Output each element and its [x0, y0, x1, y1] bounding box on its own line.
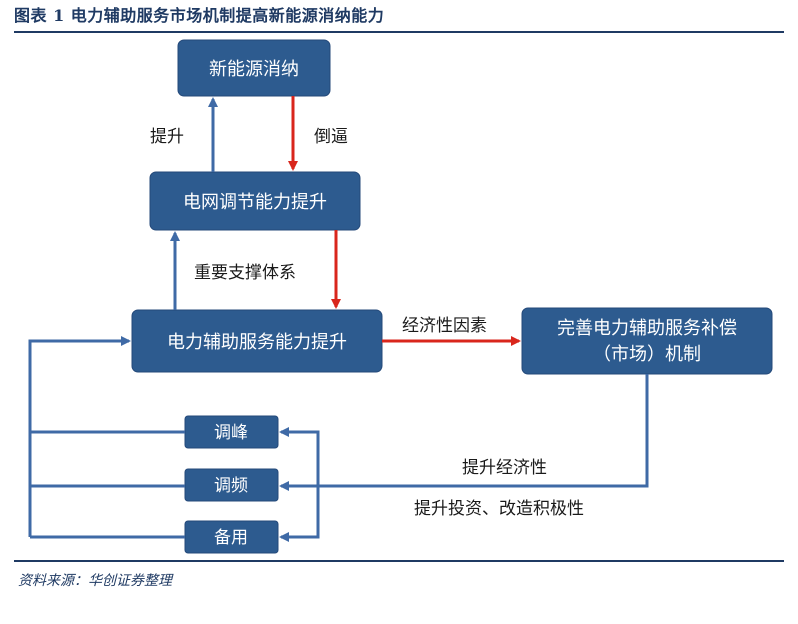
edge-label-upgrade: 提升	[150, 127, 184, 147]
node-peak: 调峰	[184, 415, 279, 449]
bottom-rule	[14, 560, 784, 562]
arrow-to-peak	[279, 427, 320, 486]
arrow-to-reserve	[279, 486, 320, 542]
edge-label-improve-econ: 提升经济性	[462, 458, 547, 478]
node-peak-label: 调峰	[214, 423, 248, 443]
figure-title: 图表 1 电力辅助服务市场机制提高新能源消纳能力	[14, 6, 385, 25]
arrow-services-to-ancillary	[28, 336, 131, 537]
arrow-market-to-services	[279, 374, 649, 491]
node-freq: 调频	[184, 468, 279, 502]
node-market-label-line2: （市场）机制	[593, 344, 701, 365]
flow-diagram: 新能源消纳 电网调节能力提升 电力辅助服务能力提升 完善电力辅助服务补偿 （市场…	[28, 39, 773, 554]
source-note: 资料来源：华创证券整理	[18, 573, 172, 589]
edge-label-invest: 提升投资、改造积极性	[414, 499, 584, 519]
edge-label-support: 重要支撑体系	[194, 263, 296, 283]
node-grid-label: 电网调节能力提升	[183, 192, 327, 213]
node-market: 完善电力辅助服务补偿 （市场）机制	[521, 307, 773, 375]
node-renewable: 新能源消纳	[177, 39, 331, 97]
node-ancillary-label: 电力辅助服务能力提升	[167, 332, 347, 353]
edge-label-force: 倒逼	[314, 127, 348, 147]
node-reserve-label: 备用	[214, 528, 248, 548]
node-renewable-label: 新能源消纳	[209, 59, 299, 80]
node-reserve: 备用	[184, 520, 279, 554]
top-rule	[14, 31, 784, 33]
node-grid: 电网调节能力提升	[149, 171, 361, 231]
edge-label-economic: 经济性因素	[402, 316, 487, 336]
node-market-label-line1: 完善电力辅助服务补偿	[557, 318, 737, 339]
node-ancillary: 电力辅助服务能力提升	[131, 309, 383, 373]
node-freq-label: 调频	[214, 476, 248, 496]
